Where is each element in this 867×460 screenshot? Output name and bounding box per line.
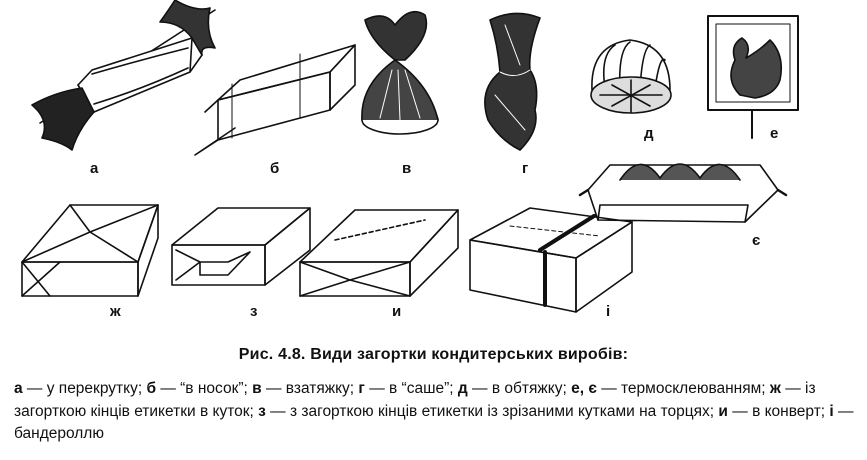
illustration-banderole xyxy=(469,207,633,313)
illustration-sachet-wrap xyxy=(484,12,541,151)
legend-key: і xyxy=(829,402,834,420)
legend-key: д xyxy=(457,380,468,397)
legend-key: а xyxy=(14,380,23,397)
legend-key: ж xyxy=(769,380,781,397)
legend-text: — з загорткою кінців етикетки із зрізани… xyxy=(265,402,719,420)
legend-text: — бандероллю xyxy=(14,402,854,443)
label-ii: і xyxy=(606,303,611,320)
illustration-lollipop xyxy=(707,15,799,139)
legend-text: — взатяжку; xyxy=(261,380,359,397)
label-v: в xyxy=(402,160,412,177)
legend-text: — “в носок”; xyxy=(156,380,253,397)
label-b: б xyxy=(270,160,280,177)
label-d: д xyxy=(644,125,654,142)
figure-caption: Рис. 4.8. Види загортки кондитерських ви… xyxy=(238,346,629,363)
illustration-heat-seal-tray xyxy=(578,163,788,223)
illustration-gather-wrap xyxy=(361,10,439,135)
figure-legend: а — у перекрутку; б — “в носок”; в — вза… xyxy=(14,378,854,446)
legend-text: — у перекрутку; xyxy=(22,380,147,397)
label-g: г xyxy=(522,160,529,177)
label-z: з xyxy=(250,303,258,320)
legend-key: и xyxy=(718,402,728,420)
legend-text: — в конверт; xyxy=(727,402,830,420)
legend-key: б xyxy=(146,380,157,397)
illustration-mould-wrap xyxy=(590,39,672,114)
illustration-envelope-fold xyxy=(299,209,459,297)
legend-key: з xyxy=(258,402,266,420)
illustration-twist-wrap xyxy=(31,0,216,151)
illustration-cut-corner-fold xyxy=(171,207,311,286)
legend-text: — термосклеюванням; xyxy=(596,380,770,397)
wrapping-types-figure xyxy=(21,0,799,313)
legend-key: е, є xyxy=(571,380,597,397)
illustration-nose-wrap xyxy=(194,44,356,156)
legend-key: в xyxy=(252,380,262,397)
legend-key: г xyxy=(358,380,365,397)
label-a: а xyxy=(90,160,99,177)
legend-text: — в обтяжку; xyxy=(467,380,572,397)
legend-text: — із загорткою кінців етикетки в куток; xyxy=(14,380,816,420)
label-zh: ж xyxy=(110,303,121,320)
illustration-corner-fold xyxy=(21,204,159,297)
label-ye: є xyxy=(752,232,761,249)
legend-text: — в “саше”; xyxy=(364,380,458,397)
label-i: и xyxy=(392,303,402,320)
label-e: е xyxy=(770,125,779,142)
